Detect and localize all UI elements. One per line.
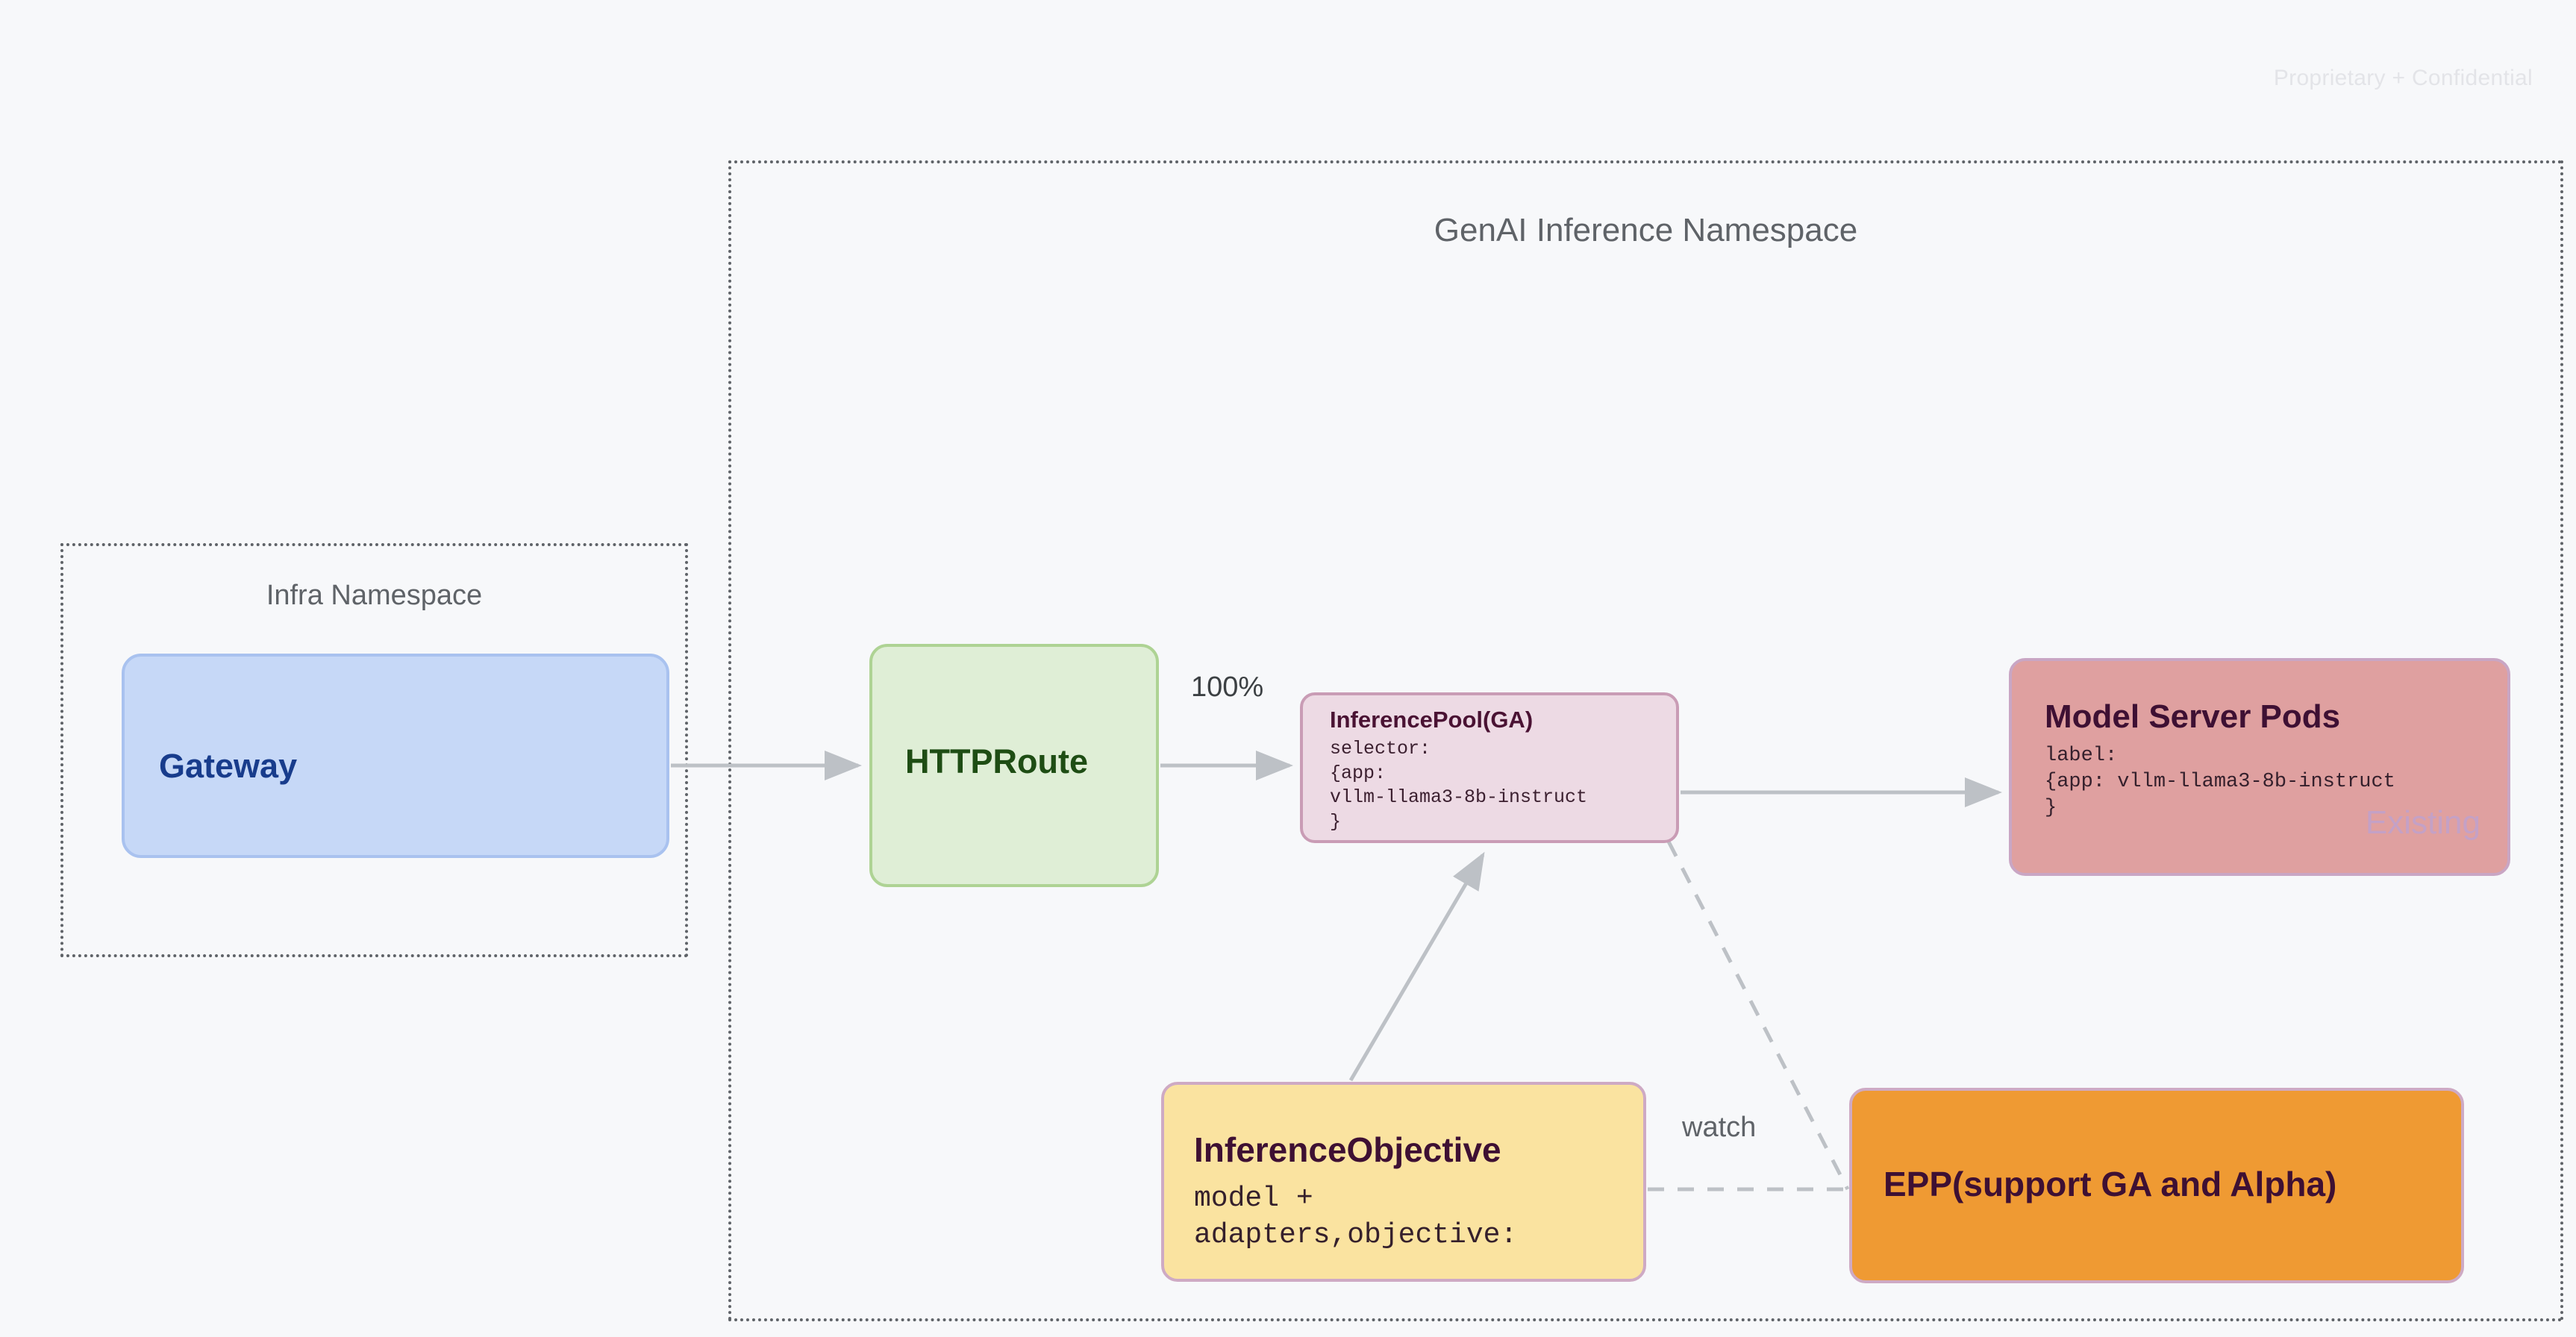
- node-model-server-pods[interactable]: Model Server Pods label: {app: vllm-llam…: [2009, 658, 2510, 876]
- namespace-genai-inference: GenAI Inference Namespace: [728, 160, 2563, 1321]
- node-gateway-title: Gateway: [159, 747, 298, 785]
- edge-label-watch: watch: [1682, 1112, 1757, 1143]
- node-inference-objective-title: InferenceObjective: [1194, 1130, 1501, 1169]
- node-inference-pool-body: selector: {app: vllm-llama3-8b-instruct …: [1330, 738, 1588, 833]
- node-model-server-pods-title: Model Server Pods: [2045, 698, 2341, 735]
- node-model-server-pods-body: label: {app: vllm-llama3-8b-instruct }: [2045, 745, 2395, 820]
- node-inference-objective[interactable]: InferenceObjective model + adapters,obje…: [1161, 1082, 1646, 1282]
- node-inference-pool-title: InferencePool(GA): [1330, 707, 1534, 733]
- edge-label-traffic-split: 100%: [1191, 671, 1264, 703]
- namespace-infra: Infra Namespace: [60, 543, 688, 957]
- node-gateway[interactable]: Gateway: [122, 654, 669, 858]
- node-inference-objective-body: model + adapters,objective:: [1194, 1183, 1518, 1252]
- node-httproute[interactable]: HTTPRoute: [869, 644, 1159, 887]
- namespace-genai-inference-title: GenAI Inference Namespace: [1434, 212, 1858, 248]
- node-inference-pool[interactable]: InferencePool(GA) selector: {app: vllm-l…: [1300, 692, 1679, 843]
- node-epp[interactable]: EPP(support GA and Alpha): [1849, 1088, 2464, 1283]
- node-epp-title: EPP(support GA and Alpha): [1883, 1165, 2337, 1203]
- node-model-server-pods-existing-badge: Existing: [2365, 804, 2480, 841]
- node-httproute-title: HTTPRoute: [905, 742, 1088, 780]
- namespace-infra-title: Infra Namespace: [266, 580, 483, 611]
- confidentiality-watermark: Proprietary + Confidential: [2273, 66, 2533, 90]
